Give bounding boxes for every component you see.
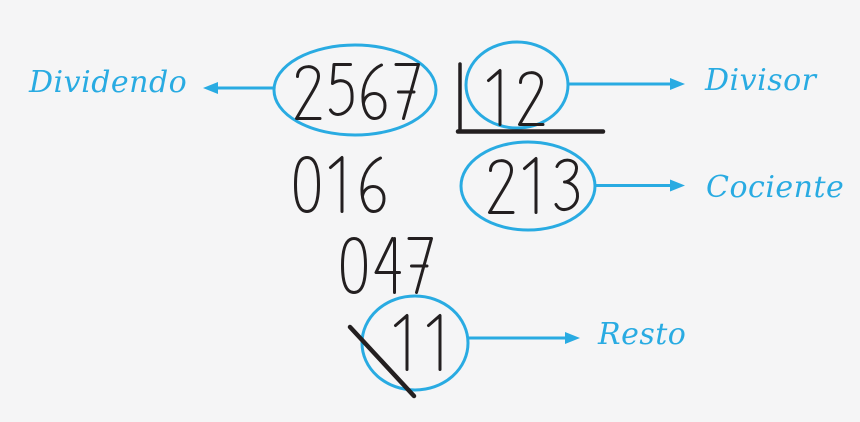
digit-1 xyxy=(523,157,538,214)
remainder-strikethrough xyxy=(347,324,417,399)
dividendo-arrowhead-icon xyxy=(203,82,218,94)
resto-arrowhead-icon xyxy=(565,332,580,344)
divisor-label: Divisor xyxy=(704,63,818,98)
partial-remainder-2 xyxy=(341,237,433,294)
digit-2 xyxy=(488,159,515,214)
digit-5 xyxy=(329,63,354,116)
cociente-label: Cociente xyxy=(706,170,844,205)
digit-0 xyxy=(341,237,367,294)
digit-0 xyxy=(294,156,320,213)
resto-arrow xyxy=(467,332,580,344)
digit-1 xyxy=(487,69,502,126)
digit-1 xyxy=(329,156,344,213)
dividend-number xyxy=(295,63,420,120)
resto-label: Resto xyxy=(597,317,686,352)
digit-2 xyxy=(295,65,322,120)
digit-6 xyxy=(360,156,386,213)
dividendo-arrow xyxy=(203,82,275,94)
partial-remainder-1 xyxy=(294,156,386,213)
cociente-arrow xyxy=(594,179,685,192)
divisor-number xyxy=(487,69,545,126)
cociente-arrowhead-icon xyxy=(670,179,685,192)
quotient-number xyxy=(488,157,579,214)
digit-4 xyxy=(374,237,401,294)
divisor-arrow xyxy=(567,78,685,90)
divisor-circle xyxy=(464,40,570,130)
digit-1 xyxy=(427,314,442,371)
remainder-number xyxy=(394,314,442,371)
remainder-circle xyxy=(360,294,470,392)
dividend-circle xyxy=(272,43,438,137)
digit-2 xyxy=(518,71,545,126)
digit-6 xyxy=(361,63,387,120)
divisor-arrowhead-icon xyxy=(670,78,685,90)
digit-1 xyxy=(394,314,409,371)
digit-7 xyxy=(407,237,433,294)
digit-3 xyxy=(554,158,579,212)
digit-7 xyxy=(394,63,420,120)
dividendo-label: Dividendo xyxy=(28,65,187,100)
